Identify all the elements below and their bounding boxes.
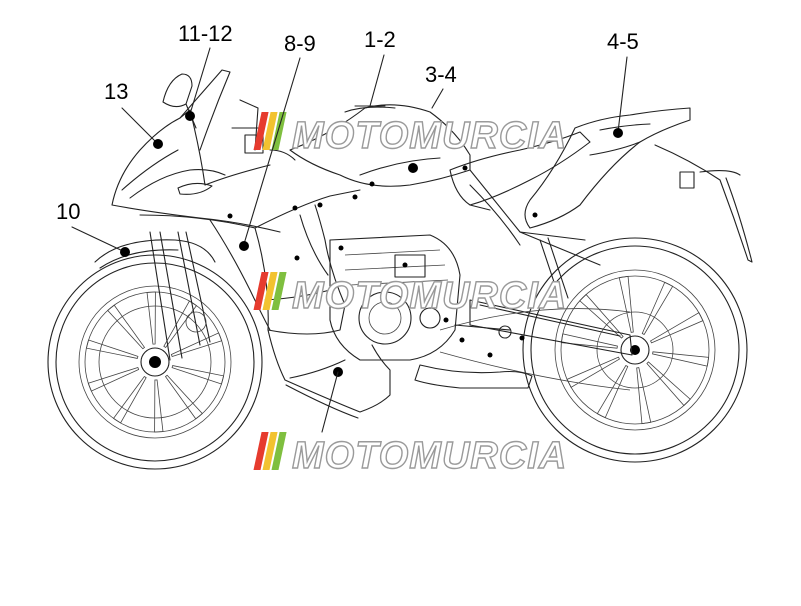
wheel-spoke bbox=[112, 375, 147, 424]
callout-label: 4-5 bbox=[607, 29, 639, 54]
callout-label: 8-9 bbox=[284, 31, 316, 56]
callout-marker bbox=[153, 139, 163, 149]
callout-label: 1-2 bbox=[364, 27, 396, 52]
wheel-spoke bbox=[596, 364, 629, 419]
wheel-spoke bbox=[85, 339, 139, 359]
wheel-spoke bbox=[146, 291, 156, 345]
wheel-spoke bbox=[87, 366, 140, 392]
callout-8-9: 8-9 bbox=[239, 31, 316, 251]
wheel-spoke bbox=[641, 281, 674, 336]
wheel-spoke bbox=[163, 300, 198, 349]
callout-marker bbox=[120, 247, 130, 257]
watermark-text: MOTOMURCIA bbox=[292, 435, 567, 477]
callout-4-5: 4-5 bbox=[607, 29, 639, 138]
callout-belly-pan bbox=[321, 367, 343, 433]
callout-label: 11-12 bbox=[178, 21, 233, 46]
wheel-spoke bbox=[646, 361, 691, 407]
callout-label: 13 bbox=[104, 79, 128, 104]
stripe-red bbox=[253, 112, 269, 150]
stripe-yellow bbox=[262, 112, 278, 150]
stripe-yellow bbox=[262, 272, 278, 310]
watermark-middle: MOTOMURCIA bbox=[253, 272, 567, 318]
callout-1-2: 1-2 bbox=[354, 27, 396, 107]
rear-wheel bbox=[522, 237, 748, 463]
wheel-spoke bbox=[171, 365, 225, 385]
watermark-bottom: MOTOMURCIA bbox=[253, 432, 567, 478]
callouts: 13 11-12 8-9 1-2 3-4 4-5 bbox=[56, 21, 639, 433]
callout-13: 13 bbox=[104, 79, 163, 149]
callout-3-4: 3-4 bbox=[408, 62, 457, 173]
callout-label: 3-4 bbox=[425, 62, 457, 87]
watermark-text: MOTOMURCIA bbox=[292, 115, 567, 157]
wheel-spoke bbox=[618, 275, 634, 333]
front-wheel bbox=[47, 254, 263, 470]
watermark-top: MOTOMURCIA bbox=[253, 112, 567, 158]
wheel-spoke bbox=[579, 293, 624, 339]
callout-11-12: 11-12 bbox=[178, 21, 233, 121]
wheel-spoke bbox=[636, 367, 652, 425]
wheel-spoke bbox=[560, 333, 618, 349]
wheel-spoke bbox=[164, 374, 203, 420]
callout-marker bbox=[408, 163, 418, 173]
stripe-red bbox=[253, 432, 269, 470]
stripe-yellow bbox=[262, 432, 278, 470]
callout-marker bbox=[613, 128, 623, 138]
stripe-green bbox=[271, 432, 287, 470]
callout-label: 10 bbox=[56, 199, 80, 224]
wheel-spoke bbox=[566, 356, 620, 388]
stripe-red bbox=[253, 272, 269, 310]
wheel-spoke bbox=[652, 351, 710, 367]
callout-marker bbox=[239, 241, 249, 251]
callout-marker bbox=[185, 111, 195, 121]
watermark-text: MOTOMURCIA bbox=[292, 275, 567, 317]
wheel-spoke bbox=[650, 312, 704, 344]
motorcycle-drawing bbox=[47, 69, 753, 470]
wheel-spoke bbox=[170, 332, 223, 358]
callout-10: 10 bbox=[56, 199, 130, 257]
wheel-spoke bbox=[107, 304, 146, 350]
stripe-green bbox=[271, 272, 287, 310]
wheel-spoke bbox=[154, 379, 164, 433]
